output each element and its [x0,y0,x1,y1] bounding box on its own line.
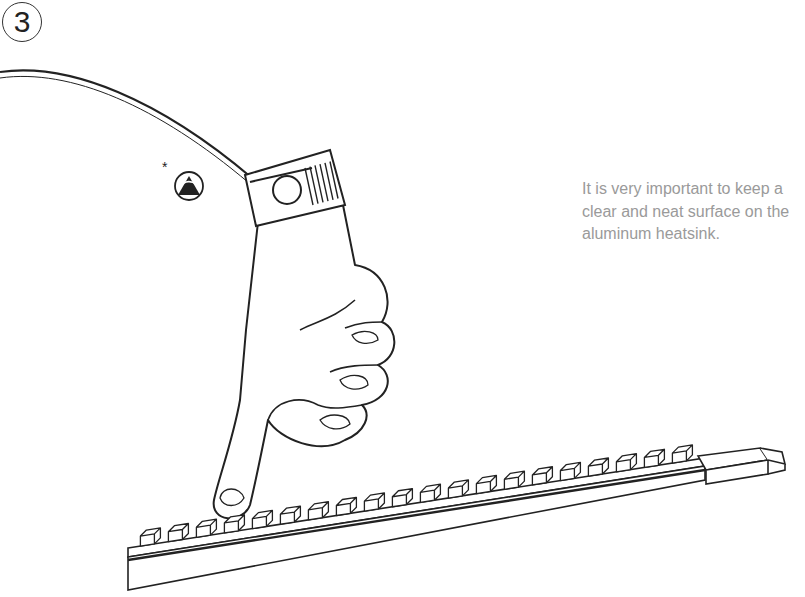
led-chip [168,524,188,542]
esd-symbol [178,176,200,195]
led-chip [196,519,216,537]
led-row [140,445,692,546]
hand [214,205,395,518]
led-chip [308,502,328,520]
led-chip [532,467,552,485]
wrist-strap [245,150,345,226]
led-chip [644,449,664,467]
ground-cable [0,76,249,183]
strap-ridge [330,162,338,199]
led-chip [392,489,412,507]
led-chip [588,458,608,476]
led-chip [504,471,524,489]
note-text: It is very important to keep a clear and… [582,178,800,246]
connector [706,460,768,484]
esd-symbol [175,172,203,200]
led-chip [252,510,272,528]
strap-ridges [305,162,338,206]
connector-plug [760,448,785,474]
heatsink-edge [128,470,705,560]
finger-lines [268,300,382,420]
led-chip [336,497,356,515]
led-strip [128,458,705,557]
heatsink [128,466,705,590]
footnote-mark: * [162,160,167,175]
led-chip [364,493,384,511]
finger-nails [220,331,378,505]
led-chip [672,445,692,463]
led-chip [420,484,440,502]
led-chip [616,454,636,472]
esd-symbol [181,182,196,186]
strap-snap [273,176,301,204]
led-chip [280,506,300,524]
ground-cable [0,70,252,178]
led-chip [560,462,580,480]
step-circle: 3 [2,2,42,42]
led-chip [224,515,244,533]
led-chip [476,475,496,493]
led-chip [140,528,160,546]
led-chip [448,480,468,498]
step-number: 3 [14,7,31,37]
